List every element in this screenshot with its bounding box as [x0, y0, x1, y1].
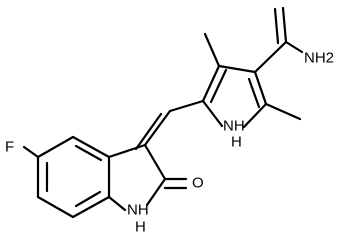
bond: [36, 135, 75, 159]
bond: [71, 135, 111, 159]
bond: [284, 40, 304, 54]
indole-h-label: H: [135, 219, 146, 235]
bond: [253, 70, 268, 106]
fluorine-label: F: [5, 139, 14, 156]
bond: [36, 195, 75, 219]
bond: [217, 64, 257, 74]
bond: [134, 112, 163, 151]
ketone-oxygen-label: O: [192, 175, 204, 192]
bond: [71, 195, 111, 219]
bond: [107, 195, 127, 212]
indole-nh-label: NH: [127, 202, 149, 219]
bond: [273, 7, 280, 45]
bond: [209, 68, 228, 104]
bond: [247, 77, 261, 109]
amide-nh2-label: NH2: [304, 50, 334, 67]
bond: [74, 144, 103, 162]
bond-lines: [22, 6, 304, 219]
bond: [74, 190, 102, 208]
bond: [201, 99, 224, 128]
pyrrole-nh-label: NH: [223, 118, 245, 135]
bond: [168, 99, 205, 113]
bond: [242, 102, 268, 129]
bond: [143, 143, 167, 181]
bond: [143, 109, 172, 147]
pyrrole-h-label: H: [231, 134, 242, 151]
bond: [253, 40, 288, 74]
atom-labels: F O NH H NH H NH2: [5, 50, 334, 235]
bond: [264, 102, 302, 121]
molecule-structure: F O NH H NH H NH2: [5, 6, 334, 235]
bond: [22, 145, 40, 159]
bond: [201, 64, 221, 103]
bond: [203, 32, 221, 68]
bond: [281, 6, 288, 44]
bond: [145, 177, 167, 207]
bond: [107, 143, 147, 159]
